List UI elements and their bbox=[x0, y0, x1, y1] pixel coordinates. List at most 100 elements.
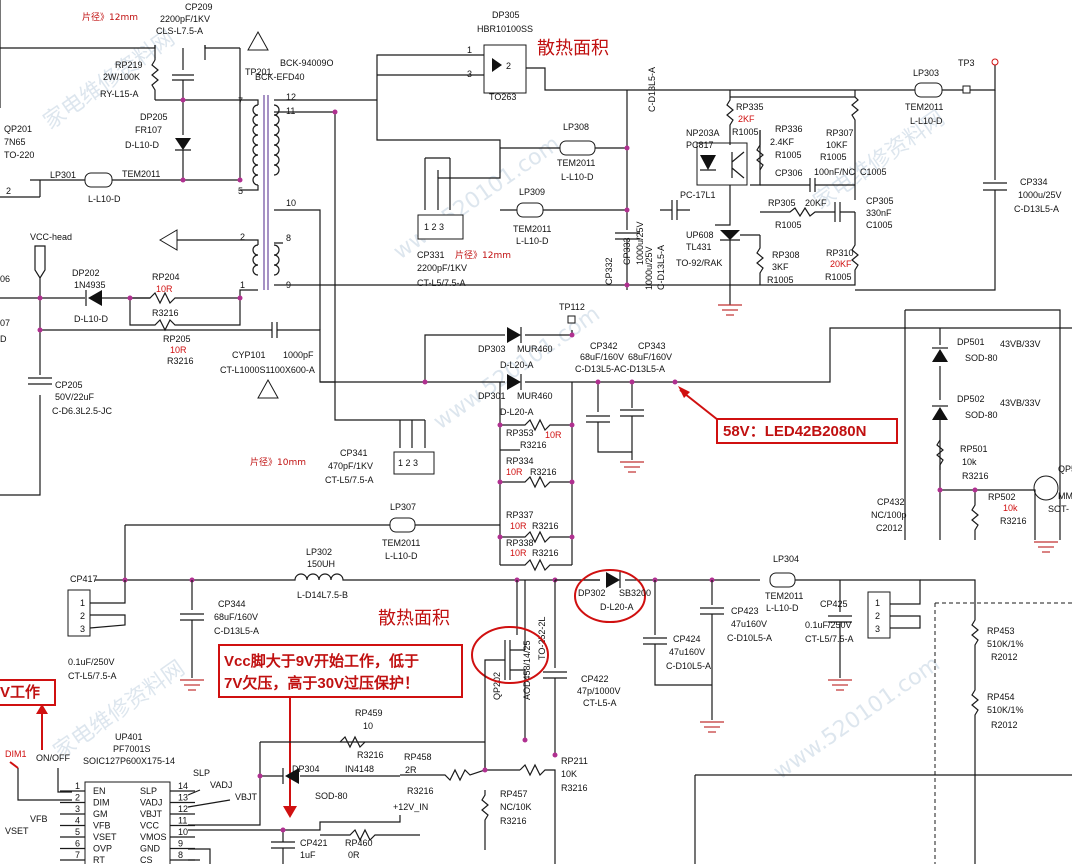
wire bbox=[730, 212, 859, 286]
ground-symbol bbox=[718, 304, 742, 316]
capacitor-cp424 bbox=[643, 580, 712, 686]
cyp101-package: CT-L1000S1100X600-A bbox=[220, 365, 315, 375]
ic-pin-label-right: VMOS bbox=[140, 832, 167, 842]
junction bbox=[595, 379, 601, 385]
ground-symbol bbox=[620, 461, 644, 473]
resistor-rp336 bbox=[756, 130, 764, 171]
rp460-ref: RP460 bbox=[345, 838, 373, 848]
tp201-package: BCK-EFD40 bbox=[255, 72, 305, 82]
rp307-value: 10KF bbox=[826, 140, 848, 150]
cp209-value: 2200pF/1KV bbox=[160, 14, 210, 24]
dp304-value: IN4148 bbox=[345, 764, 374, 774]
cp422-ref: CP422 bbox=[581, 674, 609, 684]
callout-vcc-line2: 7V欠压，高于30V过压保护！ bbox=[224, 674, 419, 692]
tp112-ref: TP112 bbox=[559, 302, 585, 312]
junction bbox=[624, 145, 630, 151]
wire bbox=[175, 149, 191, 178]
diode-dp301 bbox=[507, 374, 521, 390]
dp304-package: SOD-80 bbox=[315, 791, 348, 801]
qp201-package: TO-220 bbox=[4, 150, 34, 160]
lp304-value: TEM2011 bbox=[765, 591, 803, 601]
lp301-ref: LP301 bbox=[50, 170, 76, 180]
rp454-value: 510K/1% bbox=[987, 705, 1024, 715]
rp308-package: R1005 bbox=[767, 275, 794, 285]
dp305-ref: DP305 bbox=[492, 10, 520, 20]
pin-label: 3 bbox=[467, 69, 472, 79]
rp501-value: 10k bbox=[962, 457, 977, 467]
wire bbox=[500, 147, 627, 211]
cp421-ref: CP421 bbox=[300, 838, 328, 848]
dp304-ref: DP304 bbox=[292, 764, 320, 774]
cp334-ref: CP334 bbox=[1020, 177, 1048, 187]
cp306-package: C1005 bbox=[860, 167, 887, 177]
cp425-ref: CP425 bbox=[820, 599, 848, 609]
watermark: www.520101.com bbox=[769, 651, 945, 784]
zener-dp502 bbox=[932, 407, 948, 420]
junction bbox=[180, 177, 186, 183]
resistor-rp211 bbox=[519, 763, 556, 864]
ic-pin-number: 8 bbox=[178, 850, 183, 860]
rp459-ref: RP459 bbox=[355, 708, 383, 718]
cp331-value: 2200pF/1KV bbox=[417, 263, 467, 273]
junction bbox=[672, 379, 678, 385]
pin-label: 3 bbox=[80, 624, 85, 634]
annotation-heat-area: 散热面积 bbox=[537, 38, 609, 59]
np203a-value: PC817 bbox=[686, 140, 714, 150]
qp50-ref: QP50 bbox=[1058, 464, 1072, 474]
junction bbox=[629, 379, 635, 385]
rp204-ref: RP204 bbox=[152, 272, 180, 282]
annotation-pin-diameter: 片径》12mm bbox=[455, 249, 511, 261]
np203a-package: PC-17L1 bbox=[680, 190, 716, 200]
dp302-value: SB3200 bbox=[619, 588, 651, 598]
ic-pin-number: 6 bbox=[75, 839, 80, 849]
qp202-value: AOD458/14/25 bbox=[522, 640, 532, 700]
arrow-head bbox=[283, 806, 297, 818]
rp454-ref: RP454 bbox=[987, 692, 1015, 702]
rp310-value: 20KF bbox=[830, 259, 852, 269]
wire bbox=[187, 789, 231, 808]
wire bbox=[188, 659, 490, 826]
net-vset: VSET bbox=[5, 826, 29, 836]
ground-symbol bbox=[828, 679, 852, 691]
pin-label: 1 bbox=[875, 598, 880, 608]
dp303-package: D-L20-A bbox=[500, 360, 534, 370]
rp335-ref: RP335 bbox=[736, 102, 764, 112]
output-terminal bbox=[991, 58, 999, 66]
pin-label: 12 bbox=[286, 92, 296, 102]
rp338-package: R3216 bbox=[532, 548, 559, 558]
dp202-ref: DP202 bbox=[72, 268, 100, 278]
junction bbox=[937, 487, 943, 493]
up401-package: SOIC127P600X175-14 bbox=[83, 756, 175, 766]
junction bbox=[624, 282, 630, 288]
callout-arrow bbox=[9, 761, 19, 769]
rp502-package: R3216 bbox=[1000, 516, 1027, 526]
dp202-package: D-L10-D bbox=[74, 314, 109, 324]
cp424-package: C-D10L5-A bbox=[666, 661, 711, 671]
warning-icon bbox=[247, 30, 269, 51]
cp343-value: 68uF/160V bbox=[628, 352, 672, 362]
rp307-package: R1005 bbox=[820, 152, 847, 162]
junction bbox=[237, 295, 243, 301]
dp305-value: HBR10100SS bbox=[477, 24, 533, 34]
wire bbox=[904, 309, 1061, 540]
junction bbox=[332, 109, 338, 115]
pin-label: 2 bbox=[240, 232, 245, 242]
dp302-ref: DP302 bbox=[578, 588, 606, 598]
cp333-ref: CP333 bbox=[622, 237, 632, 265]
wire bbox=[210, 48, 259, 191]
net-vbjt: VBJT bbox=[235, 792, 258, 802]
qp202-ref: QP202 bbox=[492, 672, 502, 700]
qp202-package: TO-252-2L bbox=[537, 617, 547, 660]
cp423-value: 47u160V bbox=[731, 619, 767, 629]
rp334-value: 10R bbox=[506, 467, 523, 477]
cp334-package: C-D13L5-A bbox=[1014, 204, 1059, 214]
net-dim1: DIM1 bbox=[5, 749, 27, 759]
capacitor-cp306 bbox=[760, 178, 855, 192]
capacitor-cp344 bbox=[180, 580, 204, 678]
ic-pin-number: 9 bbox=[178, 839, 183, 849]
ic-pin-number: 2 bbox=[75, 793, 80, 803]
lp302-ref: LP302 bbox=[306, 547, 332, 557]
rp502-value: 10k bbox=[1003, 503, 1018, 513]
callout-vcc-box bbox=[218, 644, 463, 698]
resistor-rp307 bbox=[730, 90, 859, 200]
